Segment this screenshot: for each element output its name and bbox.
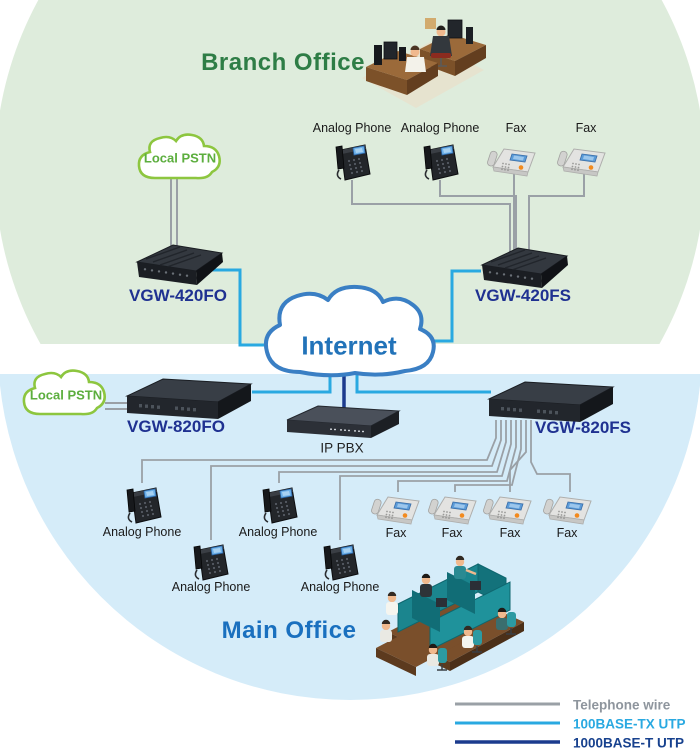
- legend-label-telephone: Telephone wire: [573, 697, 671, 713]
- branch-fax-label: Fax: [575, 121, 597, 135]
- branch-fax-label: Fax: [505, 121, 527, 135]
- vgw-820fs-label: VGW-820FS: [534, 418, 632, 437]
- vgw-420fo-label: VGW-420FO: [129, 286, 227, 305]
- main-fax-label: Fax: [441, 526, 463, 540]
- branch-office-title: Branch Office: [201, 49, 365, 76]
- branch-phone-label: Analog Phone: [400, 121, 480, 135]
- main-pstn-label: Local PSTN: [29, 387, 103, 403]
- main-fax-label: Fax: [556, 526, 578, 540]
- legend-label-100base: 100BASE-TX UTP: [573, 716, 686, 732]
- branch-pstn-label: Local PSTN: [143, 150, 217, 166]
- main-phone-label: Analog Phone: [238, 525, 318, 539]
- main-phone-label: Analog Phone: [102, 525, 182, 539]
- ip-pbx-label: IP PBX: [320, 440, 364, 456]
- vgw-820fo-label: VGW-820FO: [127, 417, 225, 436]
- main-phone-label: Analog Phone: [171, 580, 251, 594]
- internet-cloud-label: Internet: [301, 330, 397, 361]
- vgw-420fs-label: VGW-420FS: [474, 286, 572, 305]
- branch-phone-label: Analog Phone: [312, 121, 392, 135]
- legend-label-1000base: 1000BASE-T UTP: [573, 735, 685, 750]
- main-fax-label: Fax: [499, 526, 521, 540]
- main-phone-label: Analog Phone: [300, 580, 380, 594]
- main-office-title: Main Office: [221, 617, 357, 644]
- main-fax-label: Fax: [385, 526, 407, 540]
